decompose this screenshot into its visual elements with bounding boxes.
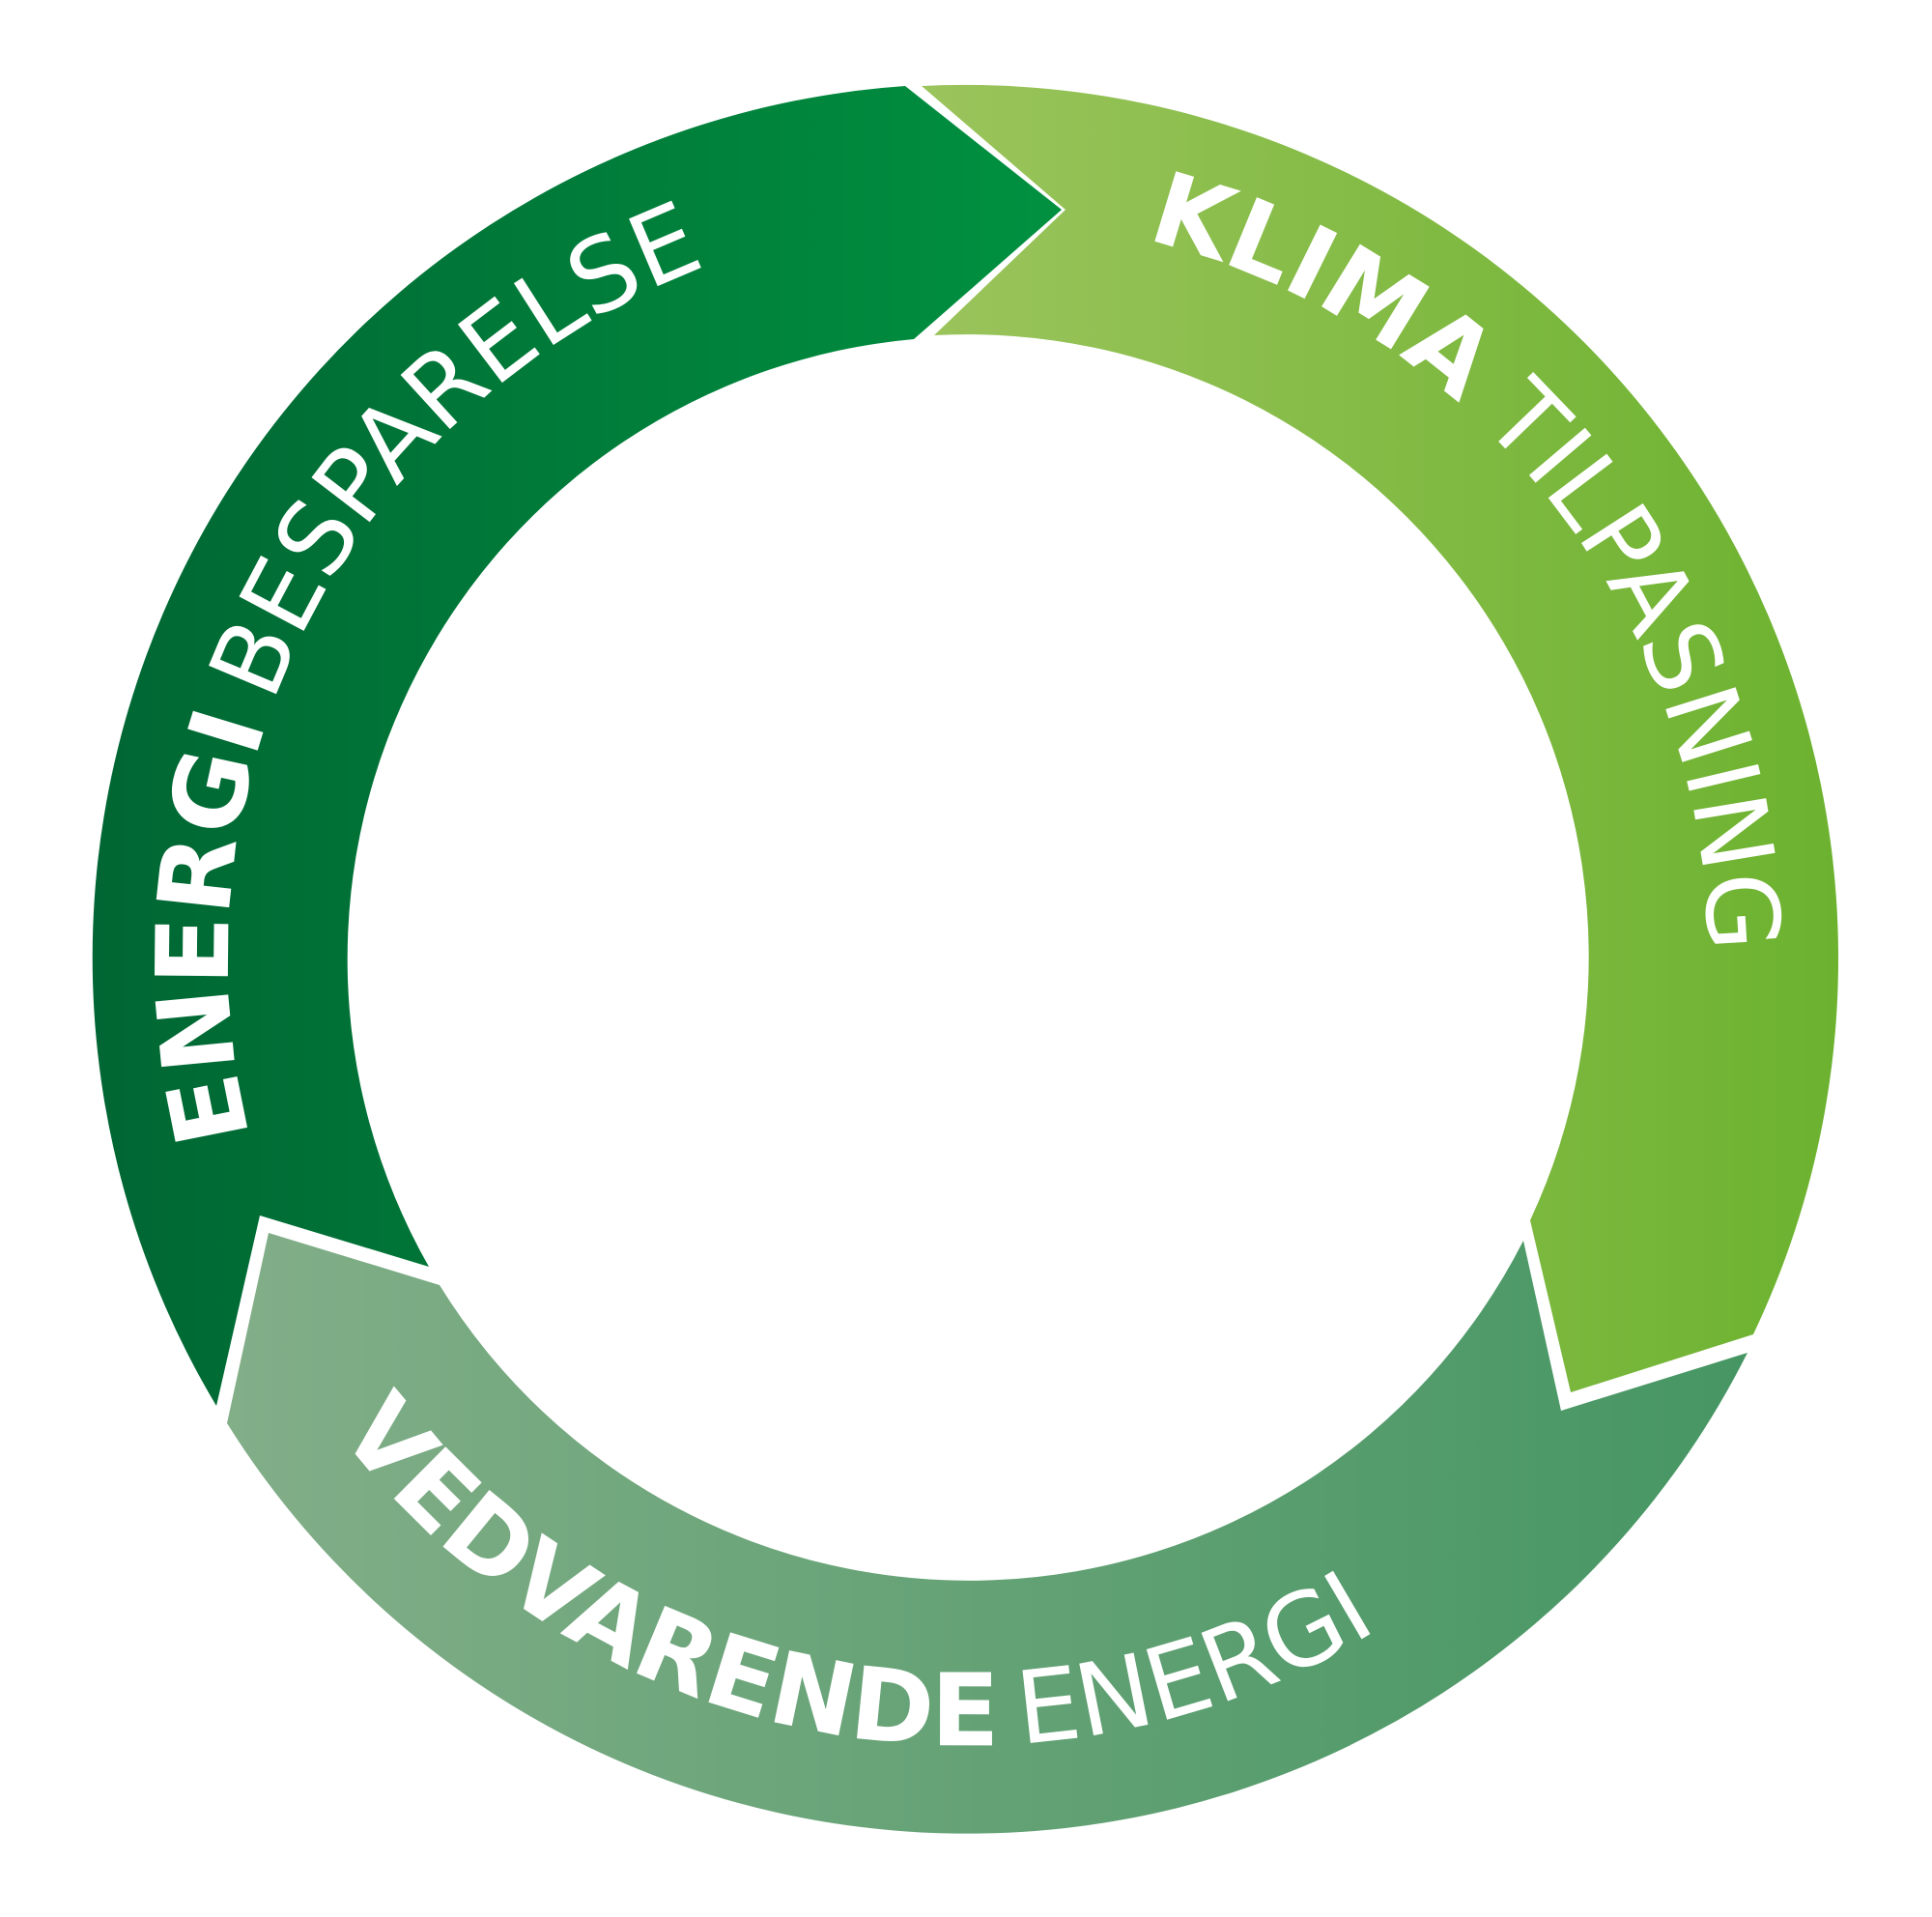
segment-klimatilpasning xyxy=(922,84,1839,1393)
segment-vedvarende-energi xyxy=(227,1233,1747,1834)
label-energibesparelse: ENERGIBESPARELSE xyxy=(134,179,717,1155)
segment-energibesparelse xyxy=(92,86,1062,1406)
